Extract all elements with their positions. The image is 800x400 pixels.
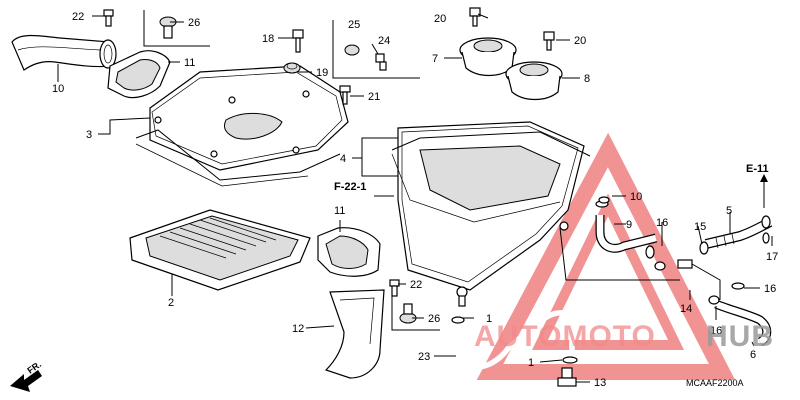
part-bolt-22-upper — [103, 9, 210, 47]
callout-22-b: 22 — [410, 279, 422, 291]
callout-3: 3 — [86, 129, 92, 141]
part-clip-10-right — [598, 196, 610, 204]
part-case-4 — [391, 121, 591, 307]
callout-16-c: 16 — [710, 325, 722, 337]
diagram-code: MCAAF2200A — [686, 378, 744, 388]
callout-14: 14 — [680, 303, 692, 315]
callout-25: 25 — [348, 19, 360, 31]
part-bolts-20 — [469, 7, 555, 51]
part-clip-17 — [762, 232, 770, 244]
callout-17: 17 — [766, 251, 778, 263]
part-duct-12 — [324, 289, 385, 379]
part-hose-5 — [704, 215, 773, 249]
part-bolt-21 — [339, 85, 351, 105]
part-clip-1 — [451, 316, 578, 364]
callout-20-b: 20 — [574, 35, 586, 47]
part-cap-7 — [459, 37, 517, 77]
ref-f22-1: F-22-1 — [334, 181, 366, 193]
part-seal-11-upper — [107, 50, 171, 99]
callout-12: 12 — [292, 323, 304, 335]
callout-4: 4 — [340, 153, 346, 165]
callout-1-b: 1 — [528, 357, 534, 369]
watermark-logo — [476, 132, 736, 380]
part-joint-14 — [654, 259, 721, 300]
callout-13: 13 — [594, 377, 606, 389]
fr-arrow-icon — [10, 370, 42, 392]
part-intake-duct-10 — [11, 34, 117, 71]
part-cap-8 — [505, 61, 563, 101]
fr-label: FR. — [25, 359, 43, 376]
leader-lines — [57, 13, 773, 383]
hose-route-line — [559, 227, 680, 281]
watermark-text-hub: HUB — [706, 320, 774, 353]
callout-11: 11 — [184, 57, 195, 69]
e11-arrow — [760, 174, 768, 208]
callout-24: 24 — [378, 35, 390, 47]
callout-2: 2 — [168, 297, 174, 309]
callout-20: 20 — [434, 13, 446, 25]
callout-6: 6 — [750, 349, 756, 361]
ref-e11: E-11 — [746, 163, 769, 175]
callout-5: 5 — [726, 205, 732, 217]
part-hose-6 — [714, 299, 772, 347]
callout-15: 15 — [694, 221, 706, 233]
callout-1: 1 — [486, 313, 492, 325]
part-hose-23 — [454, 310, 575, 370]
callout-10: 10 — [52, 83, 64, 95]
callout-9: 9 — [626, 219, 632, 231]
callout-22: 22 — [72, 11, 84, 23]
callout-26: 26 — [188, 17, 200, 29]
callout-23: 23 — [418, 351, 430, 363]
callout-7: 7 — [432, 53, 438, 65]
callout-labels: 22 26 10 11 3 18 19 25 24 21 20 7 20 8 4… — [52, 11, 778, 389]
part-bolt-18 — [283, 29, 304, 74]
part-clamps-16 — [645, 241, 745, 305]
callout-21: 21 — [368, 91, 380, 103]
callout-19: 19 — [316, 67, 328, 79]
callout-18: 18 — [262, 33, 274, 45]
part-filter-2 — [129, 209, 311, 291]
watermark-text-auto: AUTOMOTO — [474, 320, 656, 353]
part-group-24-25 — [332, 20, 420, 79]
callout-16-b: 16 — [764, 283, 776, 295]
callout-10-b: 10 — [630, 191, 642, 203]
callout-16: 16 — [656, 217, 668, 229]
part-seal-11-lower — [317, 227, 381, 277]
callout-8: 8 — [584, 73, 590, 85]
callout-26-b: 26 — [428, 313, 440, 325]
part-cover-3 — [135, 65, 349, 187]
callout-11-b: 11 — [334, 205, 345, 217]
